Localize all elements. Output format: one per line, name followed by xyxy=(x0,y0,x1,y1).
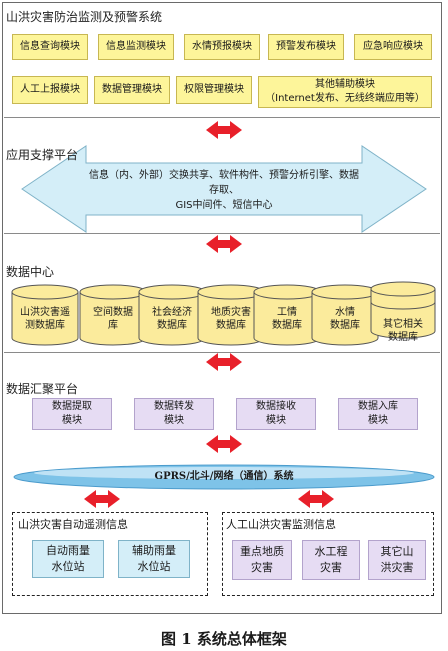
divider xyxy=(4,117,440,118)
module-label: 模块 xyxy=(266,415,286,426)
module-data-management: 数据管理模块 xyxy=(94,76,170,104)
module-data-storage: 数据入库模块 xyxy=(338,398,418,430)
data-center-title: 数据中心 xyxy=(6,265,55,279)
station-label: 自动雨量 xyxy=(46,544,90,557)
figure-caption: 图 1 系统总体框架 xyxy=(161,630,287,648)
module-emergency-response: 应急响应模块 xyxy=(354,34,432,60)
db-label: 数据库 xyxy=(216,320,246,331)
support-double-arrow xyxy=(21,145,427,233)
db-label: 空间数据 xyxy=(93,307,133,318)
station-auto-rain-water: 自动雨量水位站 xyxy=(32,540,104,578)
database-engineering: 工情数据库 xyxy=(254,288,320,346)
db-label: 测数据库 xyxy=(25,320,65,331)
module-water-forecast: 水情预报模块 xyxy=(184,34,260,60)
double-arrow-icon xyxy=(206,353,242,371)
auto-monitoring-title: 山洪灾害自动遥测信息 xyxy=(18,518,128,531)
double-arrow-icon xyxy=(298,490,334,508)
module-info-query: 信息查询模块 xyxy=(12,34,88,60)
database-telemetry: 山洪灾害遥测数据库 xyxy=(12,288,78,346)
db-label: 水情 xyxy=(335,307,355,318)
module-other-auxiliary: 其他辅助模块 （Internet发布、无线终端应用等） xyxy=(258,76,432,108)
db-label: 工情 xyxy=(277,307,297,318)
db-label: 地质灾害 xyxy=(211,307,251,318)
module-label: 数据入库 xyxy=(358,401,398,412)
module-label: 模块 xyxy=(62,415,82,426)
item-label: 洪灾害 xyxy=(380,561,414,574)
item-label: 重点地质 xyxy=(240,545,284,558)
divider xyxy=(4,233,440,234)
module-label: 数据接收 xyxy=(256,401,296,412)
module-label: 模块 xyxy=(164,415,184,426)
database-other: 其它相关数据库 xyxy=(371,300,435,358)
manual-monitoring-title: 人工山洪灾害监测信息 xyxy=(226,518,336,531)
manual-other-flood-hazard: 其它山洪灾害 xyxy=(368,540,426,580)
diagram-frame xyxy=(2,2,442,614)
station-label: 辅助雨量 xyxy=(132,544,176,557)
module-label: 模块 xyxy=(368,415,388,426)
application-layer-title: 山洪灾害防治监测及预警系统 xyxy=(6,10,163,24)
db-label: 山洪灾害遥 xyxy=(20,307,70,318)
db-label: 社会经济 xyxy=(152,307,192,318)
other-module-name: 其他辅助模块 xyxy=(315,79,375,90)
db-label: 数据库 xyxy=(330,320,360,331)
station-auxiliary-rain-water: 辅助雨量水位站 xyxy=(118,540,190,578)
manual-monitoring-group xyxy=(222,512,434,596)
module-warning-release: 预警发布模块 xyxy=(268,34,344,60)
station-label: 水位站 xyxy=(51,560,85,573)
auto-monitoring-group xyxy=(12,512,208,596)
database-cylinders xyxy=(11,281,436,346)
db-label: 数据库 xyxy=(388,332,418,343)
db-label: 数据库 xyxy=(272,320,302,331)
module-data-forward: 数据转发模块 xyxy=(134,398,214,430)
manual-water-engineering-hazard: 水工程灾害 xyxy=(302,540,360,580)
db-label: 其它相关 xyxy=(383,319,423,330)
double-arrow-icon xyxy=(206,435,242,453)
database-socio-economic: 社会经济数据库 xyxy=(139,288,205,346)
support-line-1: 信息（内、外部）交换共享、软件构件、预警分析引擎、数据存取、 xyxy=(89,169,359,196)
item-label: 水工程 xyxy=(314,545,348,558)
item-label: 其它山 xyxy=(380,545,414,558)
divider xyxy=(4,352,440,353)
module-label: 数据提取 xyxy=(52,401,92,412)
item-label: 灾害 xyxy=(320,561,342,574)
support-line-2: GIS中间件、短信中心 xyxy=(175,199,273,211)
module-permission-management: 权限管理模块 xyxy=(176,76,252,104)
module-label: 数据转发 xyxy=(154,401,194,412)
module-data-extract: 数据提取模块 xyxy=(32,398,112,430)
double-arrow-icon xyxy=(84,490,120,508)
double-arrow-icon xyxy=(206,121,242,139)
module-info-monitor: 信息监测模块 xyxy=(98,34,174,60)
database-geological: 地质灾害数据库 xyxy=(198,288,264,346)
station-label: 水位站 xyxy=(137,560,171,573)
module-data-receive: 数据接收模块 xyxy=(236,398,316,430)
db-label: 数据库 xyxy=(157,320,187,331)
db-label: 库 xyxy=(108,320,118,331)
database-spatial: 空间数据库 xyxy=(80,288,146,346)
double-arrow-icon xyxy=(206,235,242,253)
support-layer-title: 应用支撑平台 xyxy=(6,148,79,162)
manual-geological-hazard: 重点地质灾害 xyxy=(232,540,292,580)
item-label: 灾害 xyxy=(251,561,273,574)
other-module-note: （Internet发布、无线终端应用等） xyxy=(265,93,425,104)
aggregation-layer-title: 数据汇聚平台 xyxy=(6,382,79,396)
module-manual-report: 人工上报模块 xyxy=(12,76,88,104)
support-services: 信息（内、外部）交换共享、软件构件、预警分析引擎、数据存取、 GIS中间件、短信… xyxy=(86,170,362,211)
network-system-label: GPRS/北斗/网络（通信）系统 xyxy=(154,471,294,482)
database-hydrology: 水情数据库 xyxy=(312,288,378,346)
